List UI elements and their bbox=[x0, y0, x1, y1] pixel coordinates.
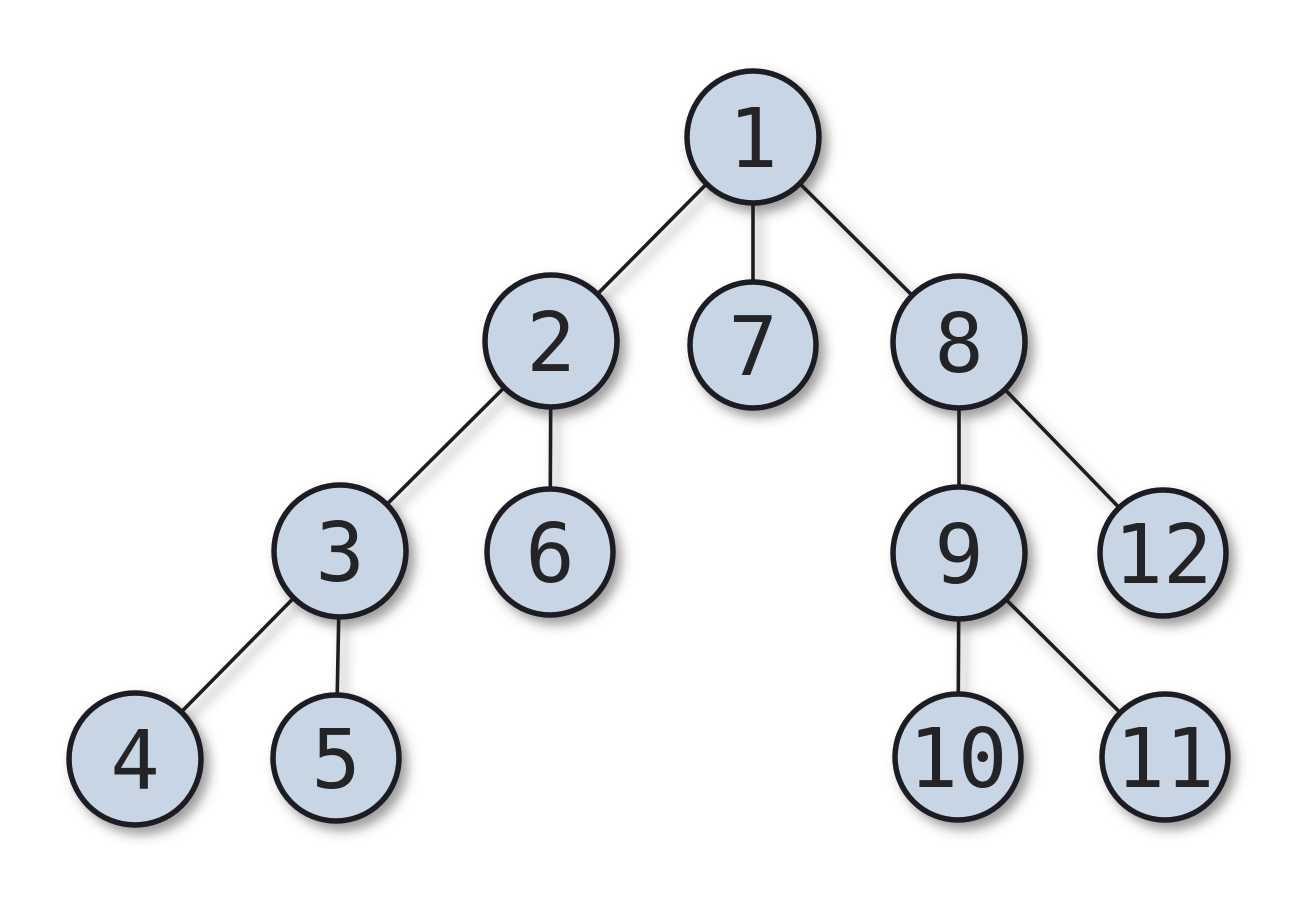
node-3-label: 3 bbox=[315, 506, 364, 601]
node-8-circle bbox=[890, 273, 1028, 411]
node-1-label: 1 bbox=[728, 92, 777, 187]
node-2-label: 2 bbox=[526, 296, 575, 391]
node-9-label: 9 bbox=[934, 508, 983, 603]
node-5-circle bbox=[270, 692, 402, 824]
node-3-circle bbox=[271, 482, 409, 620]
node-8-label: 8 bbox=[934, 297, 983, 392]
node-6-label: 6 bbox=[525, 507, 574, 602]
node-7-circle bbox=[687, 279, 819, 411]
node-2-circle bbox=[482, 272, 620, 410]
node-10-label: 10 bbox=[909, 712, 1008, 807]
node-4-circle bbox=[66, 690, 204, 828]
node-7-label: 7 bbox=[728, 300, 777, 395]
tree-body bbox=[66, 68, 1231, 828]
node-12-circle bbox=[1097, 487, 1229, 619]
node-1-circle bbox=[684, 68, 822, 206]
node-10-circle bbox=[892, 691, 1024, 823]
node-12-label: 12 bbox=[1114, 508, 1213, 603]
node-11-label: 11 bbox=[1116, 712, 1215, 807]
node-4-label: 4 bbox=[110, 714, 159, 809]
node-5-label: 5 bbox=[311, 713, 360, 808]
node-11-circle bbox=[1099, 691, 1231, 823]
node-6-circle bbox=[484, 486, 616, 618]
node-9-circle bbox=[890, 484, 1028, 622]
